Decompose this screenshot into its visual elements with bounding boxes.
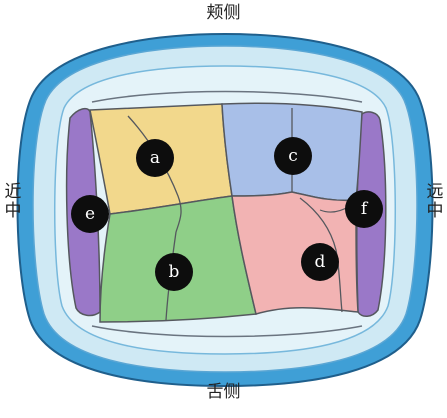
region-c-marker: c — [274, 137, 312, 175]
region-d-marker: d — [301, 243, 339, 281]
direction-mesial-label: 近中 — [4, 183, 22, 221]
region-e-marker: e — [71, 195, 109, 233]
direction-distal-label: 远中 — [426, 183, 444, 221]
region-b-marker: b — [155, 253, 193, 291]
region-f-marker: f — [345, 190, 383, 228]
direction-buccal-label: 颊侧 — [0, 5, 447, 22]
region-a-marker: a — [136, 139, 174, 177]
direction-lingual-label: 舌侧 — [0, 384, 447, 401]
